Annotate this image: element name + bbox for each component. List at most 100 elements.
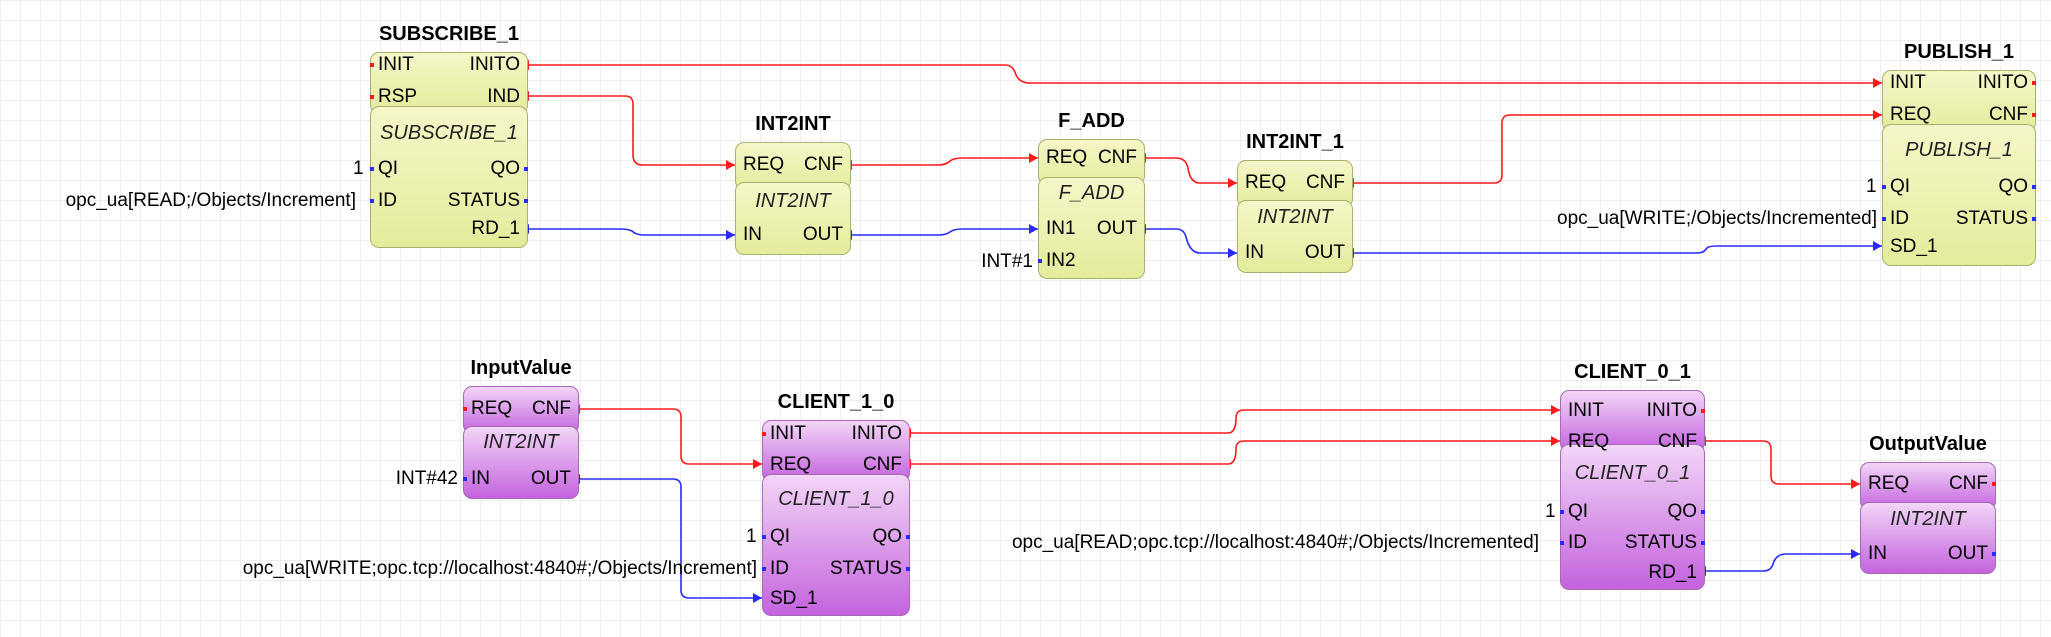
wire-client01-rd1-to-outputvalue-in[interactable] [1705, 553, 1860, 572]
wire-subscribe-inito-to-publish-init[interactable] [528, 64, 1882, 84]
param-subscribe-id[interactable]: opc_ua[READ;/Objects/Increment] [65, 190, 356, 211]
param-subscribe-qi[interactable]: 1 [353, 158, 364, 179]
input-in2[interactable]: IN2 [1046, 250, 1076, 271]
input-qi[interactable]: QI [770, 526, 791, 547]
input-req[interactable]: REQ [1868, 473, 1910, 494]
output-out[interactable]: OUT [1947, 543, 1988, 564]
block-publish-1[interactable]: PUBLISH_1 PUBLISH_1 INIT REQ QI ID SD_1 … [1882, 41, 2036, 266]
input-qi[interactable]: QI [1568, 501, 1589, 522]
input-sd-1[interactable]: SD_1 [1890, 236, 1938, 257]
block-inputvalue[interactable]: InputValue INT2INT REQ IN CNF OUT [463, 357, 579, 499]
wire-int2int1-out-to-publish-sd1[interactable] [1353, 245, 1882, 254]
output-cnf[interactable]: CNF [1657, 431, 1697, 452]
block-client-1-0[interactable]: CLIENT_1_0 CLIENT_1_0 INIT REQ QI ID SD_… [762, 391, 910, 616]
pin-marker-id [370, 199, 374, 203]
input-req[interactable]: REQ [1568, 431, 1610, 452]
input-req[interactable]: REQ [471, 398, 513, 419]
input-req[interactable]: REQ [1245, 172, 1287, 193]
pin-marker-status [2032, 217, 2036, 221]
wire-subscribe-ind-to-int2int-req[interactable] [528, 95, 735, 166]
block-client-0-1[interactable]: CLIENT_0_1 CLIENT_0_1 INIT REQ QI ID INI… [1560, 361, 1705, 590]
output-out[interactable]: OUT [802, 224, 843, 245]
block-int2int-1[interactable]: INT2INT_1 INT2INT REQ IN CNF OUT [1237, 131, 1353, 273]
input-init[interactable]: INIT [1890, 72, 1926, 93]
output-cnf[interactable]: CNF [1305, 172, 1345, 193]
output-cnf[interactable]: CNF [803, 154, 843, 175]
output-cnf[interactable]: CNF [1948, 473, 1988, 494]
input-rsp[interactable]: RSP [378, 86, 418, 107]
output-cnf[interactable]: CNF [862, 454, 902, 475]
input-req[interactable]: REQ [743, 154, 785, 175]
wire-client10-cnf-to-client01-req[interactable] [910, 440, 1560, 465]
wire-int2int1-cnf-to-publish-req[interactable] [1353, 114, 1882, 184]
param-publish-qi[interactable]: 1 [1866, 176, 1877, 197]
input-qi[interactable]: QI [1890, 176, 1911, 197]
output-rd-1[interactable]: RD_1 [471, 218, 520, 239]
input-req[interactable]: REQ [1890, 104, 1932, 125]
param-client-1-0-id[interactable]: opc_ua[WRITE;opc.tcp://localhost:4840#;/… [242, 558, 757, 579]
input-req[interactable]: REQ [1046, 147, 1088, 168]
input-in[interactable]: IN [1245, 242, 1264, 263]
wire-inputvalue-cnf-to-client10-req[interactable] [579, 408, 762, 465]
output-out[interactable]: OUT [1304, 242, 1345, 263]
input-in[interactable]: IN [471, 468, 490, 489]
wire-subscribe-rd1-to-int2int-in[interactable] [528, 228, 735, 236]
block-int2int[interactable]: INT2INT INT2INT REQ IN CNF OUT [735, 113, 851, 255]
block-subscribe-1[interactable]: SUBSCRIBE_1 SUBSCRIBE_1 INIT RSP QI ID I… [370, 23, 528, 248]
output-status[interactable]: STATUS [447, 190, 520, 211]
input-in1[interactable]: IN1 [1046, 218, 1076, 239]
input-id[interactable]: ID [1890, 208, 1909, 229]
output-inito[interactable]: INITO [1646, 400, 1697, 421]
output-status[interactable]: STATUS [1955, 208, 2028, 229]
param-client-0-1-qi[interactable]: 1 [1545, 501, 1556, 522]
block-outputvalue[interactable]: OutputValue INT2INT REQ IN CNF OUT [1860, 433, 1996, 574]
output-qo[interactable]: QO [490, 158, 520, 179]
output-inito[interactable]: INITO [1977, 72, 2028, 93]
input-id[interactable]: ID [770, 558, 789, 579]
output-ind[interactable]: IND [487, 86, 520, 107]
output-status[interactable]: STATUS [829, 558, 902, 579]
output-cnf[interactable]: CNF [1988, 104, 2028, 125]
block-type: PUBLISH_1 [1905, 139, 2013, 161]
input-sd-1[interactable]: SD_1 [770, 588, 818, 609]
output-qo[interactable]: QO [872, 526, 902, 547]
output-status[interactable]: STATUS [1624, 532, 1697, 553]
output-out[interactable]: OUT [530, 468, 571, 489]
input-req[interactable]: REQ [770, 454, 812, 475]
wire-int2int-cnf-to-fadd-req[interactable] [851, 157, 1038, 166]
wire-int2int-out-to-fadd-in1[interactable] [851, 228, 1038, 236]
param-inputvalue-in[interactable]: INT#42 [395, 468, 458, 489]
wire-arrowhead [753, 593, 762, 603]
input-id[interactable]: ID [1568, 532, 1587, 553]
block-title: INT2INT [755, 113, 831, 135]
wire-client01-cnf-to-outputvalue-req[interactable] [1705, 440, 1860, 485]
output-rd-1[interactable]: RD_1 [1648, 562, 1697, 583]
block-title: INT2INT_1 [1246, 131, 1344, 153]
input-init[interactable]: INIT [378, 54, 414, 75]
param-client-1-0-qi[interactable]: 1 [746, 526, 757, 547]
output-cnf[interactable]: CNF [1097, 147, 1137, 168]
data-section [1882, 124, 2036, 266]
output-inito[interactable]: INITO [469, 54, 520, 75]
output-inito[interactable]: INITO [851, 423, 902, 444]
wire-arrowhead [1551, 405, 1560, 415]
param-fadd-in2[interactable]: INT#1 [981, 251, 1033, 272]
param-publish-id[interactable]: opc_ua[WRITE;/Objects/Incremented] [1557, 208, 1877, 229]
input-init[interactable]: INIT [1568, 400, 1604, 421]
wire-inputvalue-out-to-client10-sd1[interactable] [579, 478, 762, 599]
block-f-add[interactable]: F_ADD F_ADD REQ IN1 IN2 CNF OUT [1038, 110, 1145, 279]
input-in[interactable]: IN [743, 224, 762, 245]
output-qo[interactable]: QO [1998, 176, 2028, 197]
param-client-0-1-id[interactable]: opc_ua[READ;opc.tcp://localhost:4840#;/O… [1011, 532, 1539, 553]
wire-fadd-out-to-int2int1-in[interactable] [1145, 228, 1237, 254]
input-id[interactable]: ID [378, 190, 397, 211]
input-qi[interactable]: QI [378, 158, 399, 179]
wire-client10-inito-to-client01-init[interactable] [910, 409, 1560, 434]
wire-fadd-cnf-to-int2int1-req[interactable] [1145, 157, 1237, 184]
block-type: CLIENT_0_1 [1574, 462, 1691, 484]
output-out[interactable]: OUT [1096, 218, 1137, 239]
input-in[interactable]: IN [1868, 543, 1887, 564]
output-cnf[interactable]: CNF [531, 398, 571, 419]
output-qo[interactable]: QO [1667, 501, 1697, 522]
input-init[interactable]: INIT [770, 423, 806, 444]
